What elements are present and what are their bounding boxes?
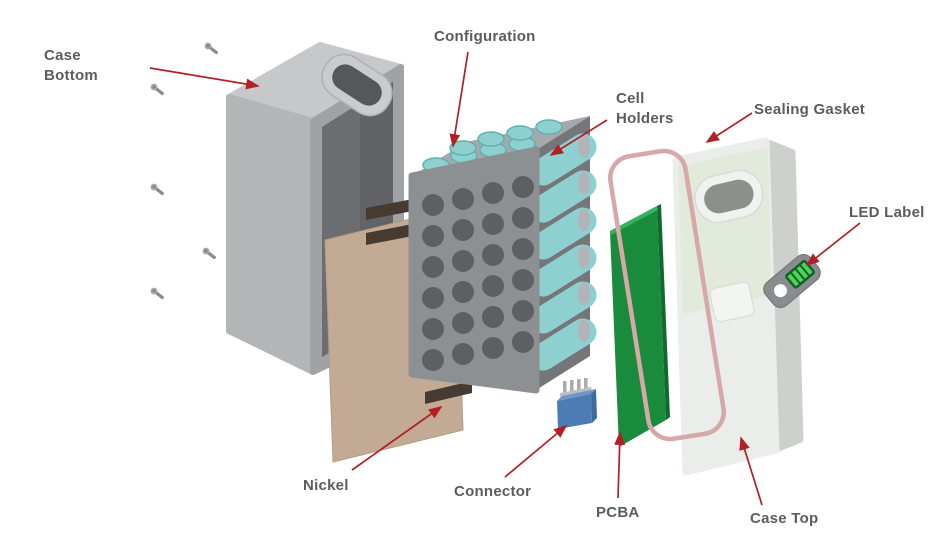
arrow-led-label [805,222,861,267]
label-connector: Connector [454,483,532,500]
label-led-label: LED Label [849,204,925,221]
label-case-top: Case Top [750,510,819,527]
arrow-cell-holders [549,119,608,156]
label-pcba: PCBA [596,504,640,521]
arrow-nickel [351,406,443,471]
led-label-badge [763,253,821,309]
led-bars [787,262,813,287]
arrow-configuration [449,51,469,148]
label-cell-holders: Cell Holders [616,90,674,128]
case-top-part [672,137,804,476]
callout-arrows [149,51,861,506]
arrow-pcba [614,431,626,499]
cell-tops [422,119,563,173]
cell-caps [578,134,590,343]
arrow-connector [504,424,568,478]
sealing-gasket-ring [608,148,726,442]
connector-pins [563,378,588,397]
cells-side [529,133,597,371]
arrow-case-bottom [149,67,260,90]
connector-part [557,378,597,429]
arrow-case-top [739,436,763,506]
label-sealing-gasket: Sealing Gasket [754,101,866,118]
label-case-bottom: Case Bottom [44,47,98,85]
case-bottom-handle [321,53,393,117]
arrow-sealing-gasket [705,112,753,143]
cell-pack [408,116,597,394]
case-top-handle [694,169,764,224]
label-configuration: Configuration [434,28,536,45]
screws-group [150,42,219,300]
case-top-label-recess [709,281,755,323]
label-nickel: Nickel [303,477,349,494]
led-button [774,284,788,298]
